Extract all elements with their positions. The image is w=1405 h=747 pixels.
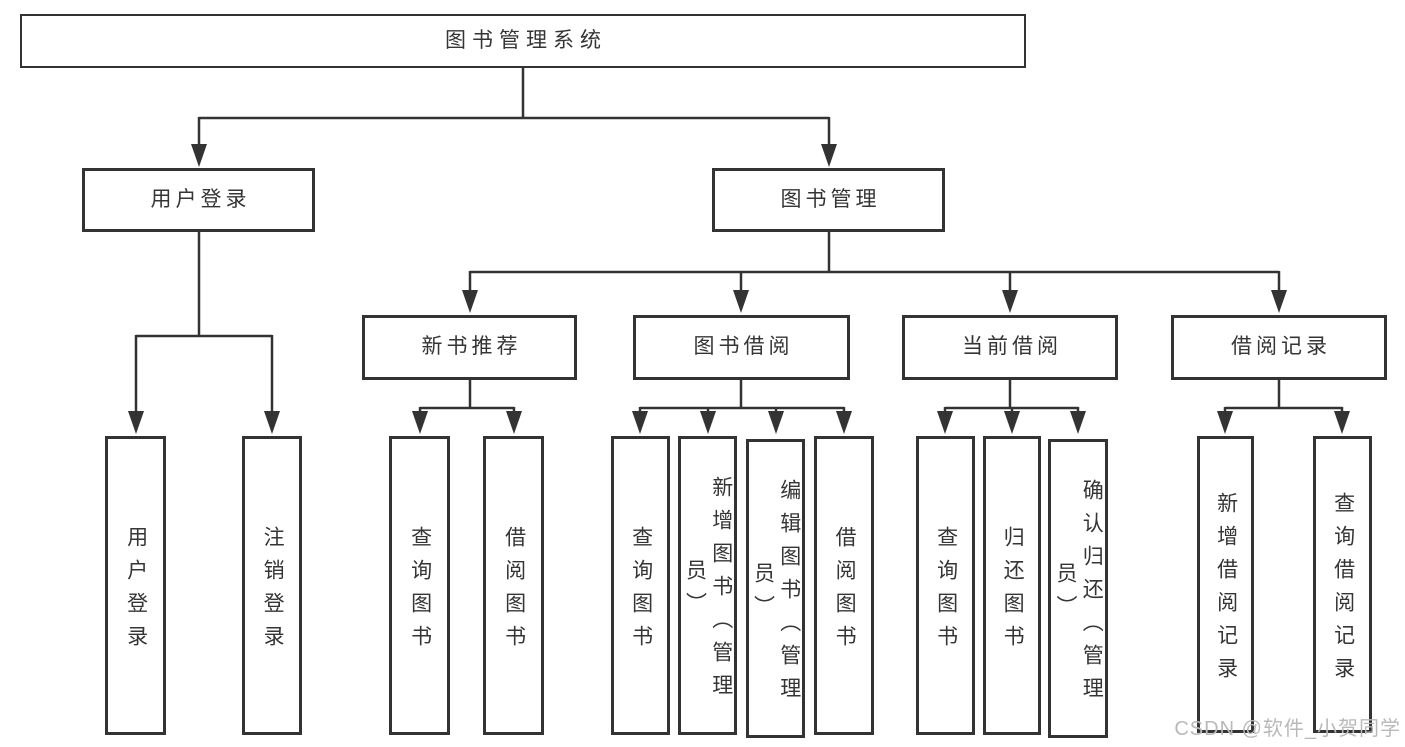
arrowhead <box>1334 411 1350 434</box>
node-new-book-recommend: 新书推荐 <box>362 315 577 380</box>
connector-bookmgmt-to-level3 <box>462 232 1287 313</box>
leaf-add-borrow-record: 新增借阅记录 <box>1197 436 1254 733</box>
leaf-query-books-1: 查询图书 <box>389 436 450 735</box>
node-library-system: 图书管理系统 <box>20 14 1026 68</box>
arrowhead <box>128 411 144 434</box>
node-book-borrowing: 图书借阅 <box>633 315 850 380</box>
arrowhead <box>1217 411 1233 434</box>
arrowhead <box>191 144 207 167</box>
arrowhead <box>1004 411 1020 434</box>
leaf-query-borrow-record: 查询借阅记录 <box>1313 436 1372 733</box>
arrowhead <box>1271 290 1287 313</box>
arrowhead <box>462 290 478 313</box>
arrowhead <box>506 411 522 434</box>
arrowhead <box>264 411 280 434</box>
arrowhead <box>768 411 784 434</box>
leaf-user-login: 用户登录 <box>105 436 166 735</box>
leaf-borrow-books-1: 借阅图书 <box>483 436 544 735</box>
arrowhead <box>412 411 428 434</box>
connector-records-to-leaves <box>1217 380 1350 434</box>
connector-userlogin-to-leaves <box>128 232 280 434</box>
connector-current-to-leaves <box>937 380 1086 434</box>
arrowhead <box>836 411 852 434</box>
node-current-borrowing: 当前借阅 <box>902 315 1118 380</box>
node-user-login: 用户登录 <box>82 168 315 232</box>
connector-root-to-level2 <box>191 68 837 167</box>
leaf-edit-books-admin: 编辑图书（管理员） <box>746 439 805 738</box>
connector-newbook-to-leaves <box>412 380 522 434</box>
leaf-query-books-2: 查询图书 <box>611 436 670 735</box>
arrowhead <box>733 290 749 313</box>
arrowhead <box>821 144 837 167</box>
leaf-add-books-admin: 新增图书（管理员） <box>678 436 737 735</box>
leaf-confirm-return-admin: 确认归还（管理员） <box>1048 439 1108 738</box>
leaf-return-books: 归还图书 <box>983 436 1041 735</box>
arrowhead <box>937 411 953 434</box>
leaf-logout: 注销登录 <box>242 436 302 735</box>
arrowhead <box>1070 411 1086 434</box>
arrowhead <box>632 411 648 434</box>
node-book-management: 图书管理 <box>712 168 945 232</box>
leaf-borrow-books-2: 借阅图书 <box>814 436 874 735</box>
arrowhead <box>700 411 716 434</box>
arrowhead <box>1002 290 1018 313</box>
node-borrow-records: 借阅记录 <box>1171 315 1387 380</box>
leaf-query-books-3: 查询图书 <box>916 436 975 735</box>
connector-borrow-to-leaves <box>632 380 852 434</box>
csdn-watermark: CSDN @软件_小贺同学 <box>1174 718 1401 740</box>
